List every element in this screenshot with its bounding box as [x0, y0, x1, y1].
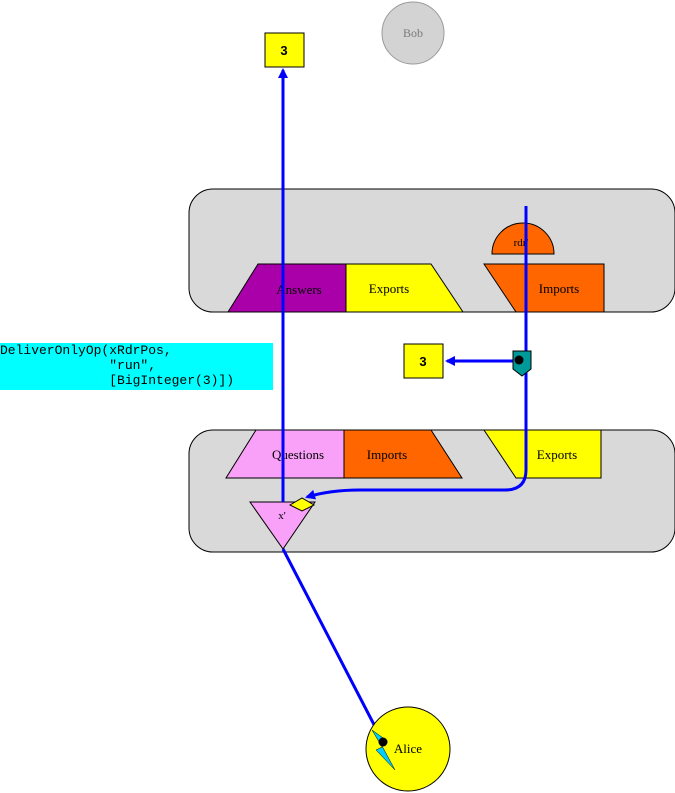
- result-box-top: 3: [264, 32, 305, 68]
- imports-table-bottom: [343, 429, 463, 479]
- result-box-mid: 3: [403, 343, 444, 379]
- imports-table-top: [483, 263, 605, 313]
- bob-node: Bob: [381, 1, 445, 65]
- answers-label: Answers: [276, 282, 322, 297]
- imports-label-bottom: Imports: [367, 447, 407, 462]
- message-shape: [512, 350, 532, 377]
- result-mid-value: 3: [419, 354, 426, 369]
- arrow-rdr-to-x: [305, 206, 528, 500]
- questions-label: Questions: [272, 447, 324, 462]
- line-x-to-alice: [281, 548, 385, 743]
- exports-label-bottom: Exports: [537, 447, 577, 462]
- imports-label-top: Imports: [539, 281, 579, 296]
- exports-table-top: [345, 263, 464, 313]
- message-code-box: DeliverOnlyOp(xRdrPos, "run", [BigIntege…: [0, 343, 273, 390]
- top-vat-box: Answers Exports Imports rdr': [188, 188, 675, 313]
- alice-node: Alice: [365, 706, 451, 792]
- resolver-diamond: [288, 497, 316, 512]
- message-line-1: DeliverOnlyOp(xRdrPos,: [0, 343, 172, 358]
- alice-label: Alice: [394, 741, 422, 756]
- x-label: x': [278, 510, 286, 522]
- exports-label-top: Exports: [369, 281, 409, 296]
- exports-table-bottom: [483, 429, 602, 479]
- message-line-3: [BigInteger(3)]): [0, 373, 235, 388]
- result-top-value: 3: [280, 43, 287, 58]
- message-line-2: "run",: [0, 358, 157, 373]
- bob-label: Bob: [403, 26, 423, 40]
